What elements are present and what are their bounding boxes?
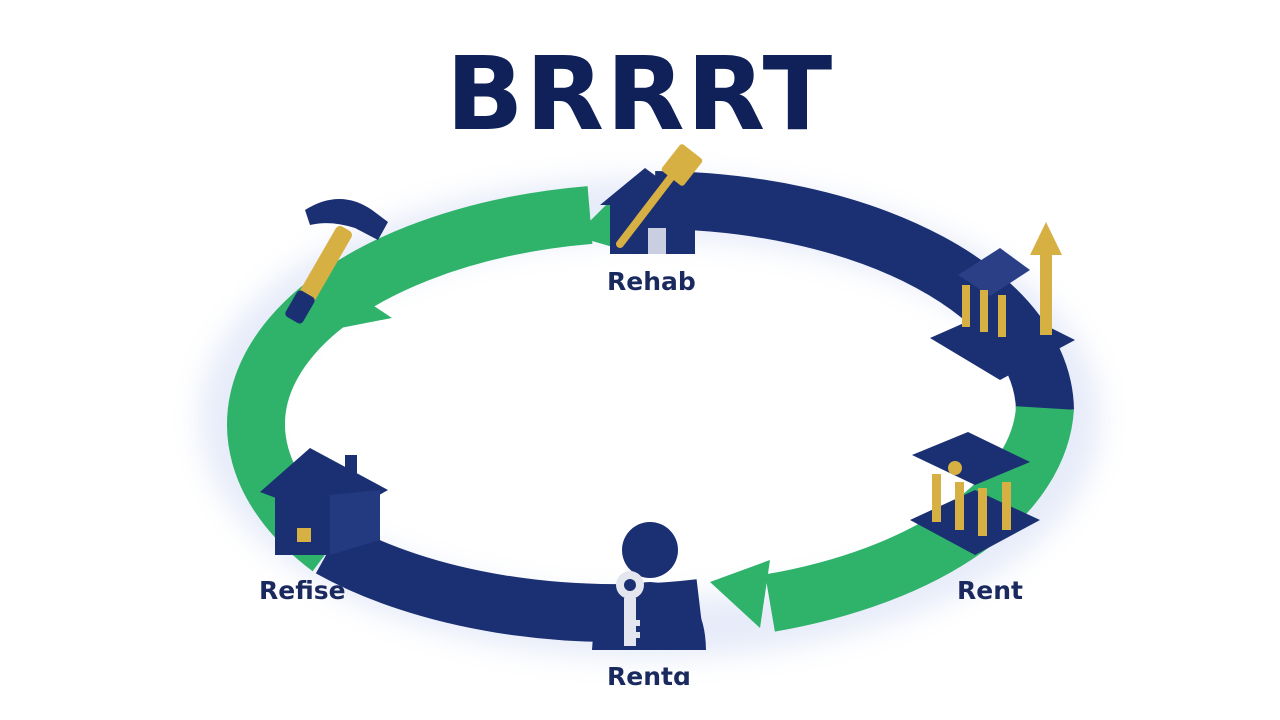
- arrowhead-left: [330, 290, 392, 330]
- label-rent-right: Rent: [957, 576, 1023, 605]
- arrowhead-bottom: [710, 560, 770, 628]
- label-rent-bottom: Rentɑ: [607, 662, 691, 691]
- house-paintbrush-icon: [600, 144, 703, 254]
- person-key-icon: [592, 522, 706, 650]
- label-refise: Refise: [259, 576, 346, 605]
- diagram-title: BRRRT: [445, 35, 835, 154]
- house-icon: [260, 448, 388, 555]
- label-rehab: Rehab: [607, 267, 696, 296]
- bank-arrow-icon: [930, 222, 1075, 380]
- bank-icon: [910, 432, 1040, 555]
- hammer-icon: [285, 199, 388, 324]
